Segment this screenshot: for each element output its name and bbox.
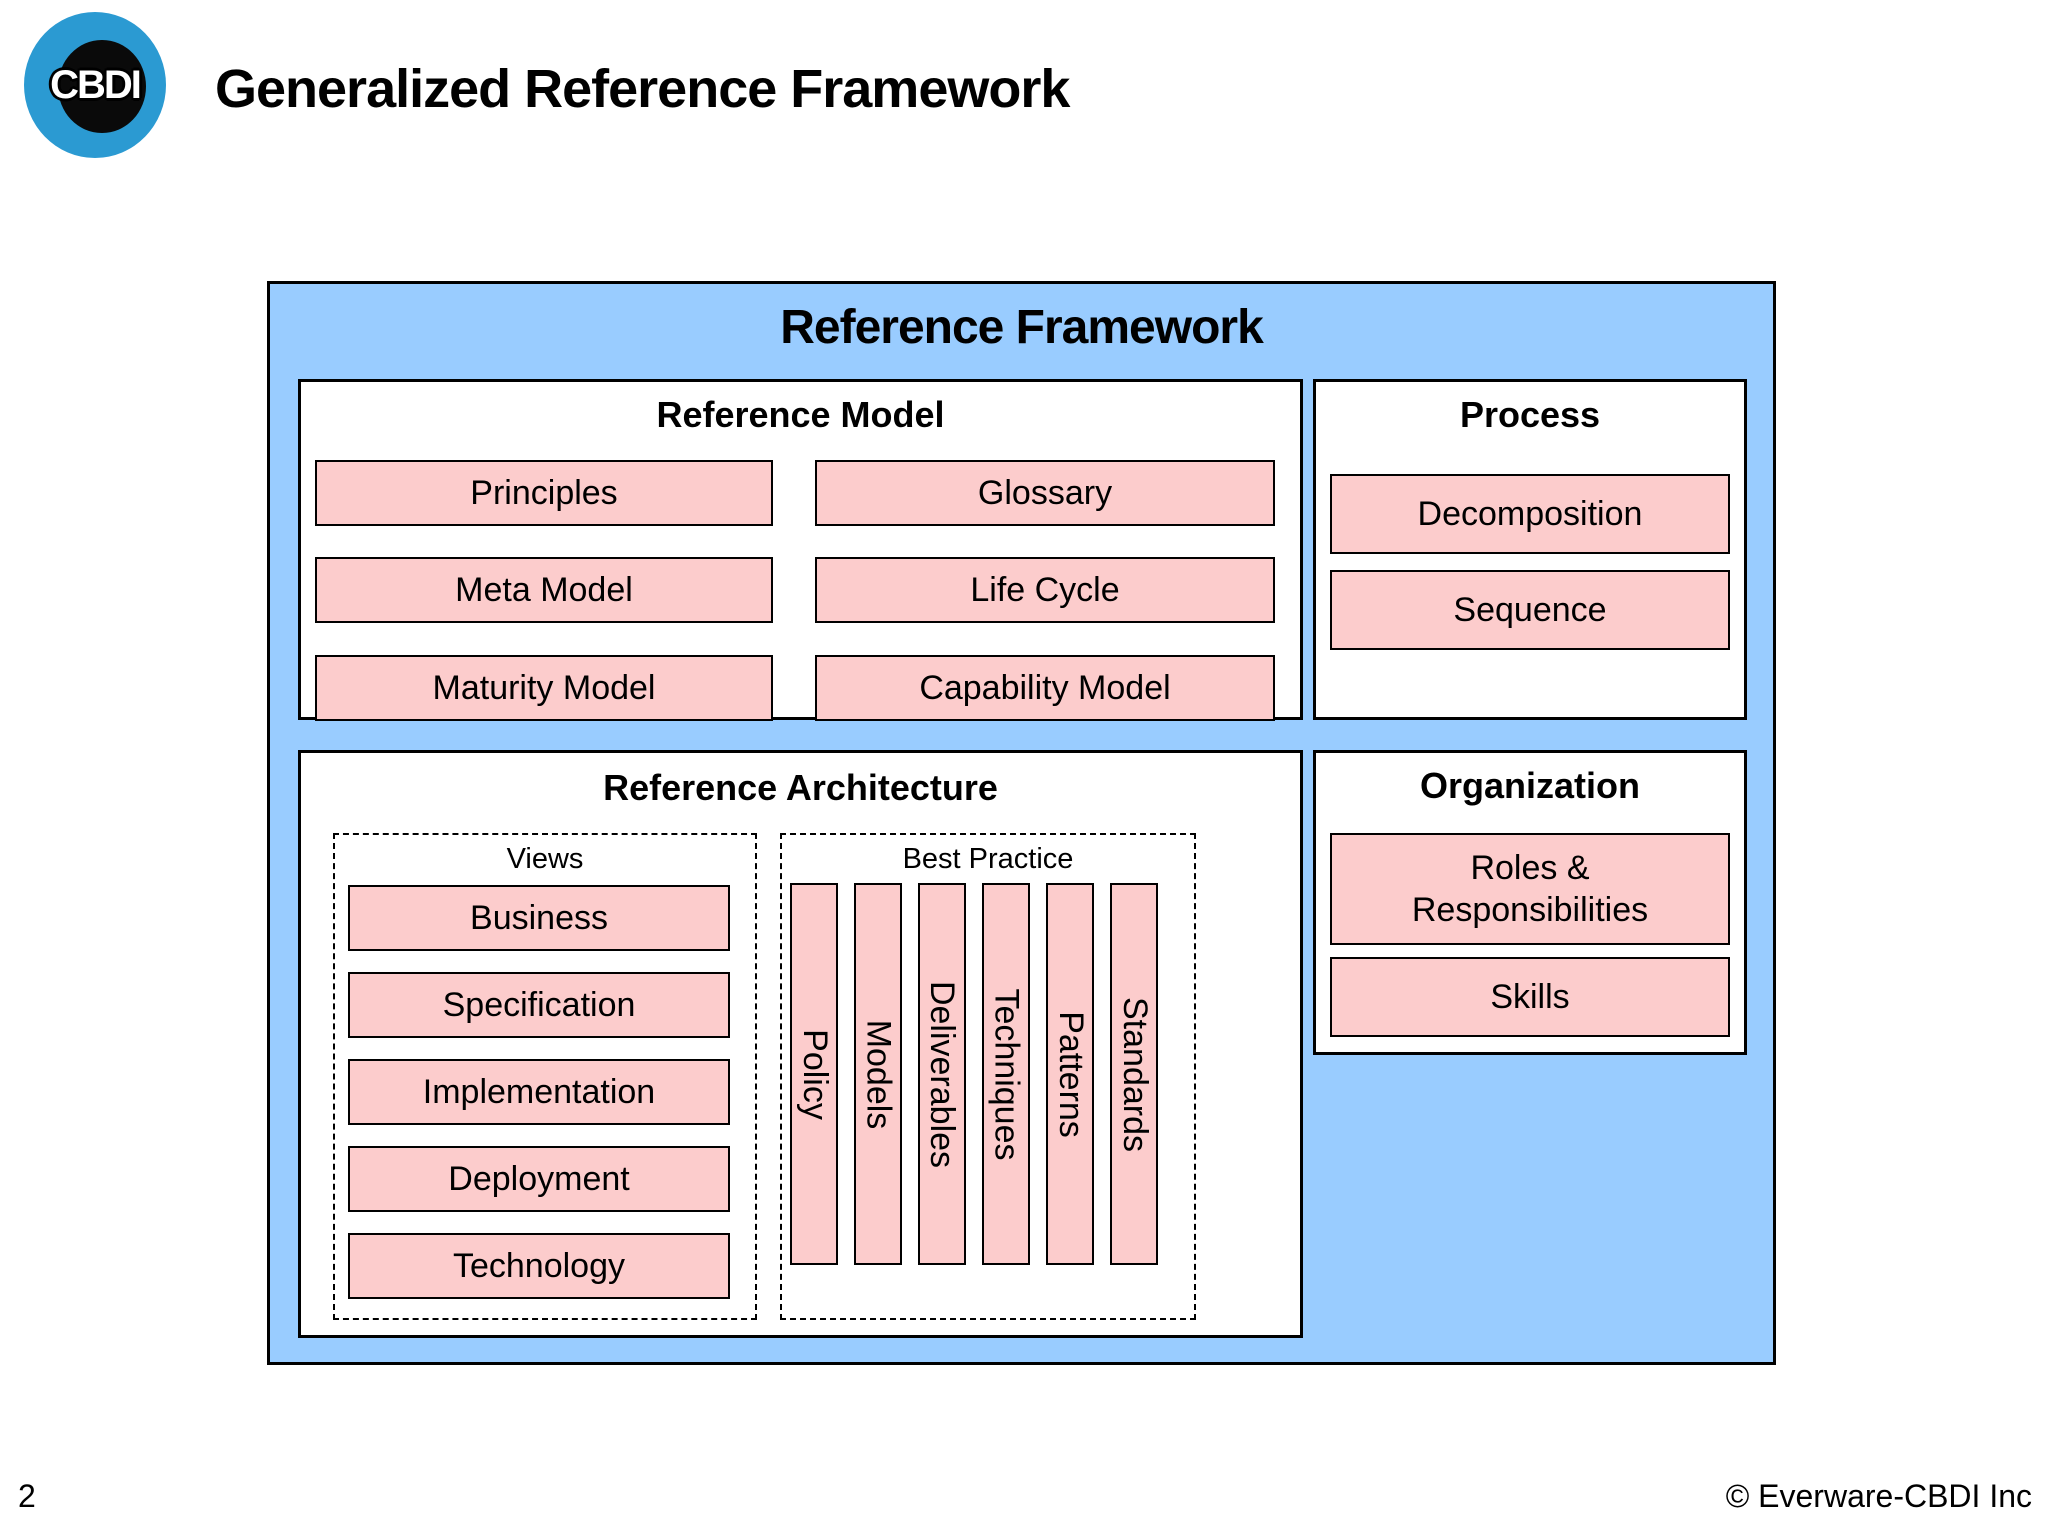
bar-models-label: Models: [859, 1019, 898, 1129]
views-title: Views: [506, 843, 584, 875]
reference-model-title: Reference Model: [656, 394, 945, 435]
organization-section: Organization Roles & Responsibilities Sk…: [1313, 750, 1747, 1055]
organization-title: Organization: [1419, 765, 1640, 806]
box-glossary: Glossary: [815, 460, 1275, 526]
bar-policy-label: Policy: [795, 1028, 834, 1120]
box-implementation: Implementation: [348, 1059, 730, 1125]
slide-title: Generalized Reference Framework: [215, 59, 1070, 119]
box-specification: Specification: [348, 972, 730, 1038]
reference-architecture-section: Reference Architecture Views Business Sp…: [298, 750, 1303, 1338]
box-business: Business: [348, 885, 730, 951]
bar-deliverables: Deliverables: [918, 883, 966, 1265]
process-section: Process Decomposition Sequence: [1313, 379, 1747, 720]
best-practice-title: Best Practice: [902, 843, 1074, 875]
bar-policy: Policy: [790, 883, 838, 1265]
cbdi-logo-disc-icon: [58, 39, 147, 134]
bar-patterns: Patterns: [1046, 883, 1094, 1265]
box-sequence: Sequence: [1330, 570, 1730, 650]
box-meta-model: Meta Model: [315, 557, 773, 623]
box-maturity-model: Maturity Model: [315, 655, 773, 721]
reference-framework-panel: Reference Framework Reference Model Prin…: [267, 281, 1776, 1365]
cbdi-logo-text: CBDI: [50, 62, 142, 107]
best-practice-group: Best Practice Policy Models Deliverables…: [780, 833, 1196, 1320]
box-roles-responsibilities: Roles & Responsibilities: [1330, 833, 1730, 945]
views-group: Views Business Specification Implementat…: [333, 833, 757, 1320]
bar-techniques-label: Techniques: [987, 987, 1026, 1161]
cbdi-logo: CBDI: [24, 12, 166, 158]
box-deployment: Deployment: [348, 1146, 730, 1212]
box-principles: Principles: [315, 460, 773, 526]
box-capability-model: Capability Model: [815, 655, 1275, 721]
box-technology: Technology: [348, 1233, 730, 1299]
reference-architecture-title: Reference Architecture: [603, 767, 998, 808]
bar-patterns-label: Patterns: [1051, 1010, 1090, 1138]
process-title: Process: [1459, 394, 1601, 435]
page-number: 2: [18, 1478, 36, 1514]
bar-deliverables-label: Deliverables: [923, 980, 962, 1168]
copyright-text: © Everware-CBDI Inc: [1725, 1478, 2032, 1514]
reference-framework-title: Reference Framework: [780, 301, 1264, 354]
box-skills: Skills: [1330, 957, 1730, 1037]
bar-techniques: Techniques: [982, 883, 1030, 1265]
reference-model-section: Reference Model Principles Glossary Meta…: [298, 379, 1303, 721]
bar-standards: Standards: [1110, 883, 1158, 1265]
box-life-cycle: Life Cycle: [815, 557, 1275, 623]
bar-standards-label: Standards: [1115, 996, 1154, 1152]
bar-models: Models: [854, 883, 902, 1265]
box-decomposition: Decomposition: [1330, 474, 1730, 554]
